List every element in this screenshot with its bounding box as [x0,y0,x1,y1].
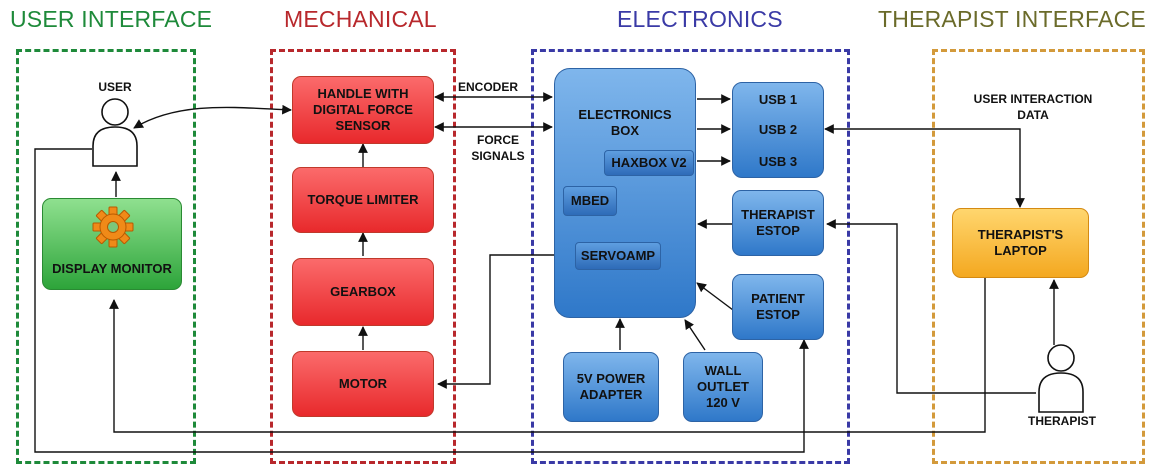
handle-force-sensor-box: HANDLE WITH DIGITAL FORCE SENSOR [292,76,434,144]
therapists-laptop-box: THERAPIST'S LAPTOP [952,208,1089,278]
therapist-estop-box: THERAPIST ESTOP [732,190,824,256]
section-title-therapist-interface: THERAPIST INTERFACE [878,6,1146,32]
usb3-label: USB 3 [758,154,798,169]
section-title-mechanical: MECHANICAL [284,6,437,32]
electronics-region [531,49,850,464]
patient-estop-box: PATIENT ESTOP [732,274,824,340]
edge-laptop-display [109,278,986,433]
gear-icon [92,206,134,248]
mechanical-region [270,49,456,464]
edge-servoamp-motor [437,254,575,389]
motor-box: MOTOR [292,351,434,417]
edge-usb2-laptop [824,124,1025,208]
haxbox-box: HAXBOX V2 [604,150,694,176]
mbed-box: MBED [563,186,617,216]
therapist-interface-region [932,49,1145,464]
edge-user-patient-estop [34,148,809,453]
display-monitor-label: DISPLAY MONITOR [52,260,172,276]
edge-wall-box [684,319,706,351]
encoder-label: ENCODER [458,80,519,94]
usb2-label: USB 2 [758,122,798,137]
edge-therapist-estop [826,219,1036,394]
edge-user-handle [133,104,292,129]
edge-patient-estop-box [696,282,734,311]
person-icon [92,98,138,167]
person-icon [1038,344,1084,413]
power-adapter-box: 5V POWER ADAPTER [563,352,659,422]
gearbox-box: GEARBOX [292,258,434,326]
wall-outlet-box: WALL OUTLET 120 V [683,352,763,422]
usb1-label: USB 1 [758,92,798,107]
user-label: USER [98,80,132,94]
user-interface-region [16,49,196,464]
usb-panel [732,82,824,178]
force-signals-label: FORCE SIGNALS [471,133,525,163]
servoamp-box: SERVOAMP [575,242,661,270]
section-title-electronics: ELECTRONICS [617,6,783,32]
torque-limiter-box: TORQUE LIMITER [292,167,434,233]
user-interaction-data-label: USER INTERACTION DATA [973,92,1093,122]
therapist-label: THERAPIST [1027,414,1096,428]
section-title-user-interface: USER INTERFACE [10,6,213,32]
